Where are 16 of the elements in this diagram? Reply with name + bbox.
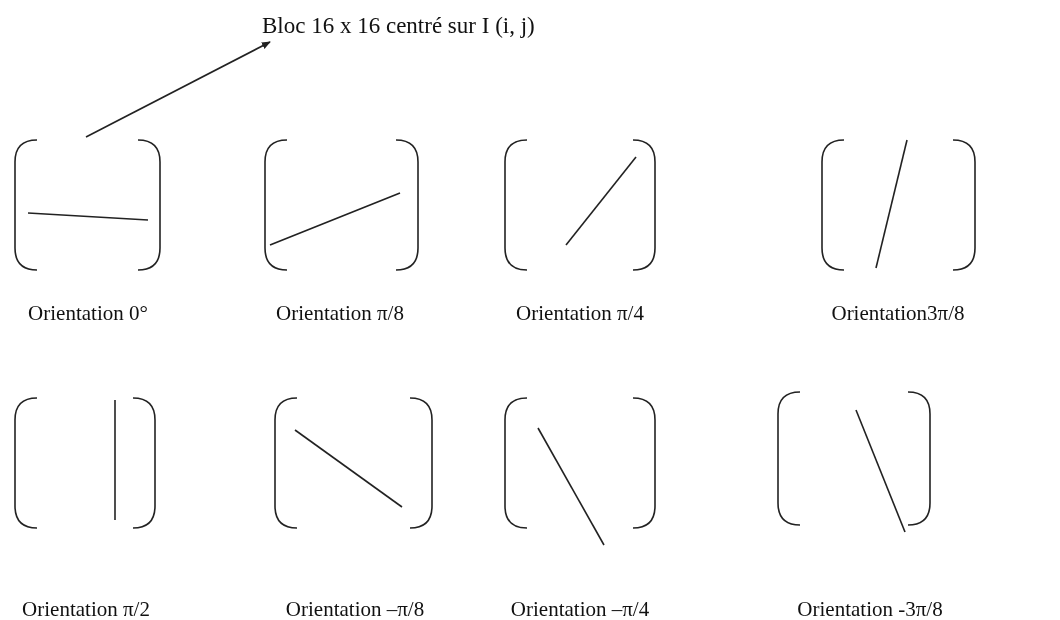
block-label: Bloc 16 x 16 centré sur I (i, j) — [262, 12, 535, 40]
orientation-caption: Orientation3π/8 — [831, 300, 965, 326]
oriented-block-drawing — [818, 136, 979, 274]
oriented-block-drawing — [261, 136, 422, 274]
oriented-block-drawing — [11, 136, 164, 274]
orientation-caption: Orientation 0° — [28, 300, 148, 326]
orientation-caption: Orientation –π/4 — [510, 596, 650, 620]
oriented-block-drawing — [11, 394, 159, 532]
orientation-caption: Orientation -3π/8 — [797, 596, 943, 620]
leader-arrow — [85, 41, 271, 138]
orientation-caption: Orientation π/4 — [516, 300, 644, 326]
orientation-caption: Orientation –π/8 — [285, 596, 425, 620]
orientation-caption: Orientation π/8 — [276, 300, 404, 326]
oriented-block-drawing — [501, 136, 659, 274]
orientation-caption: Orientation π/2 — [22, 596, 150, 620]
oriented-block-drawing — [271, 394, 436, 532]
